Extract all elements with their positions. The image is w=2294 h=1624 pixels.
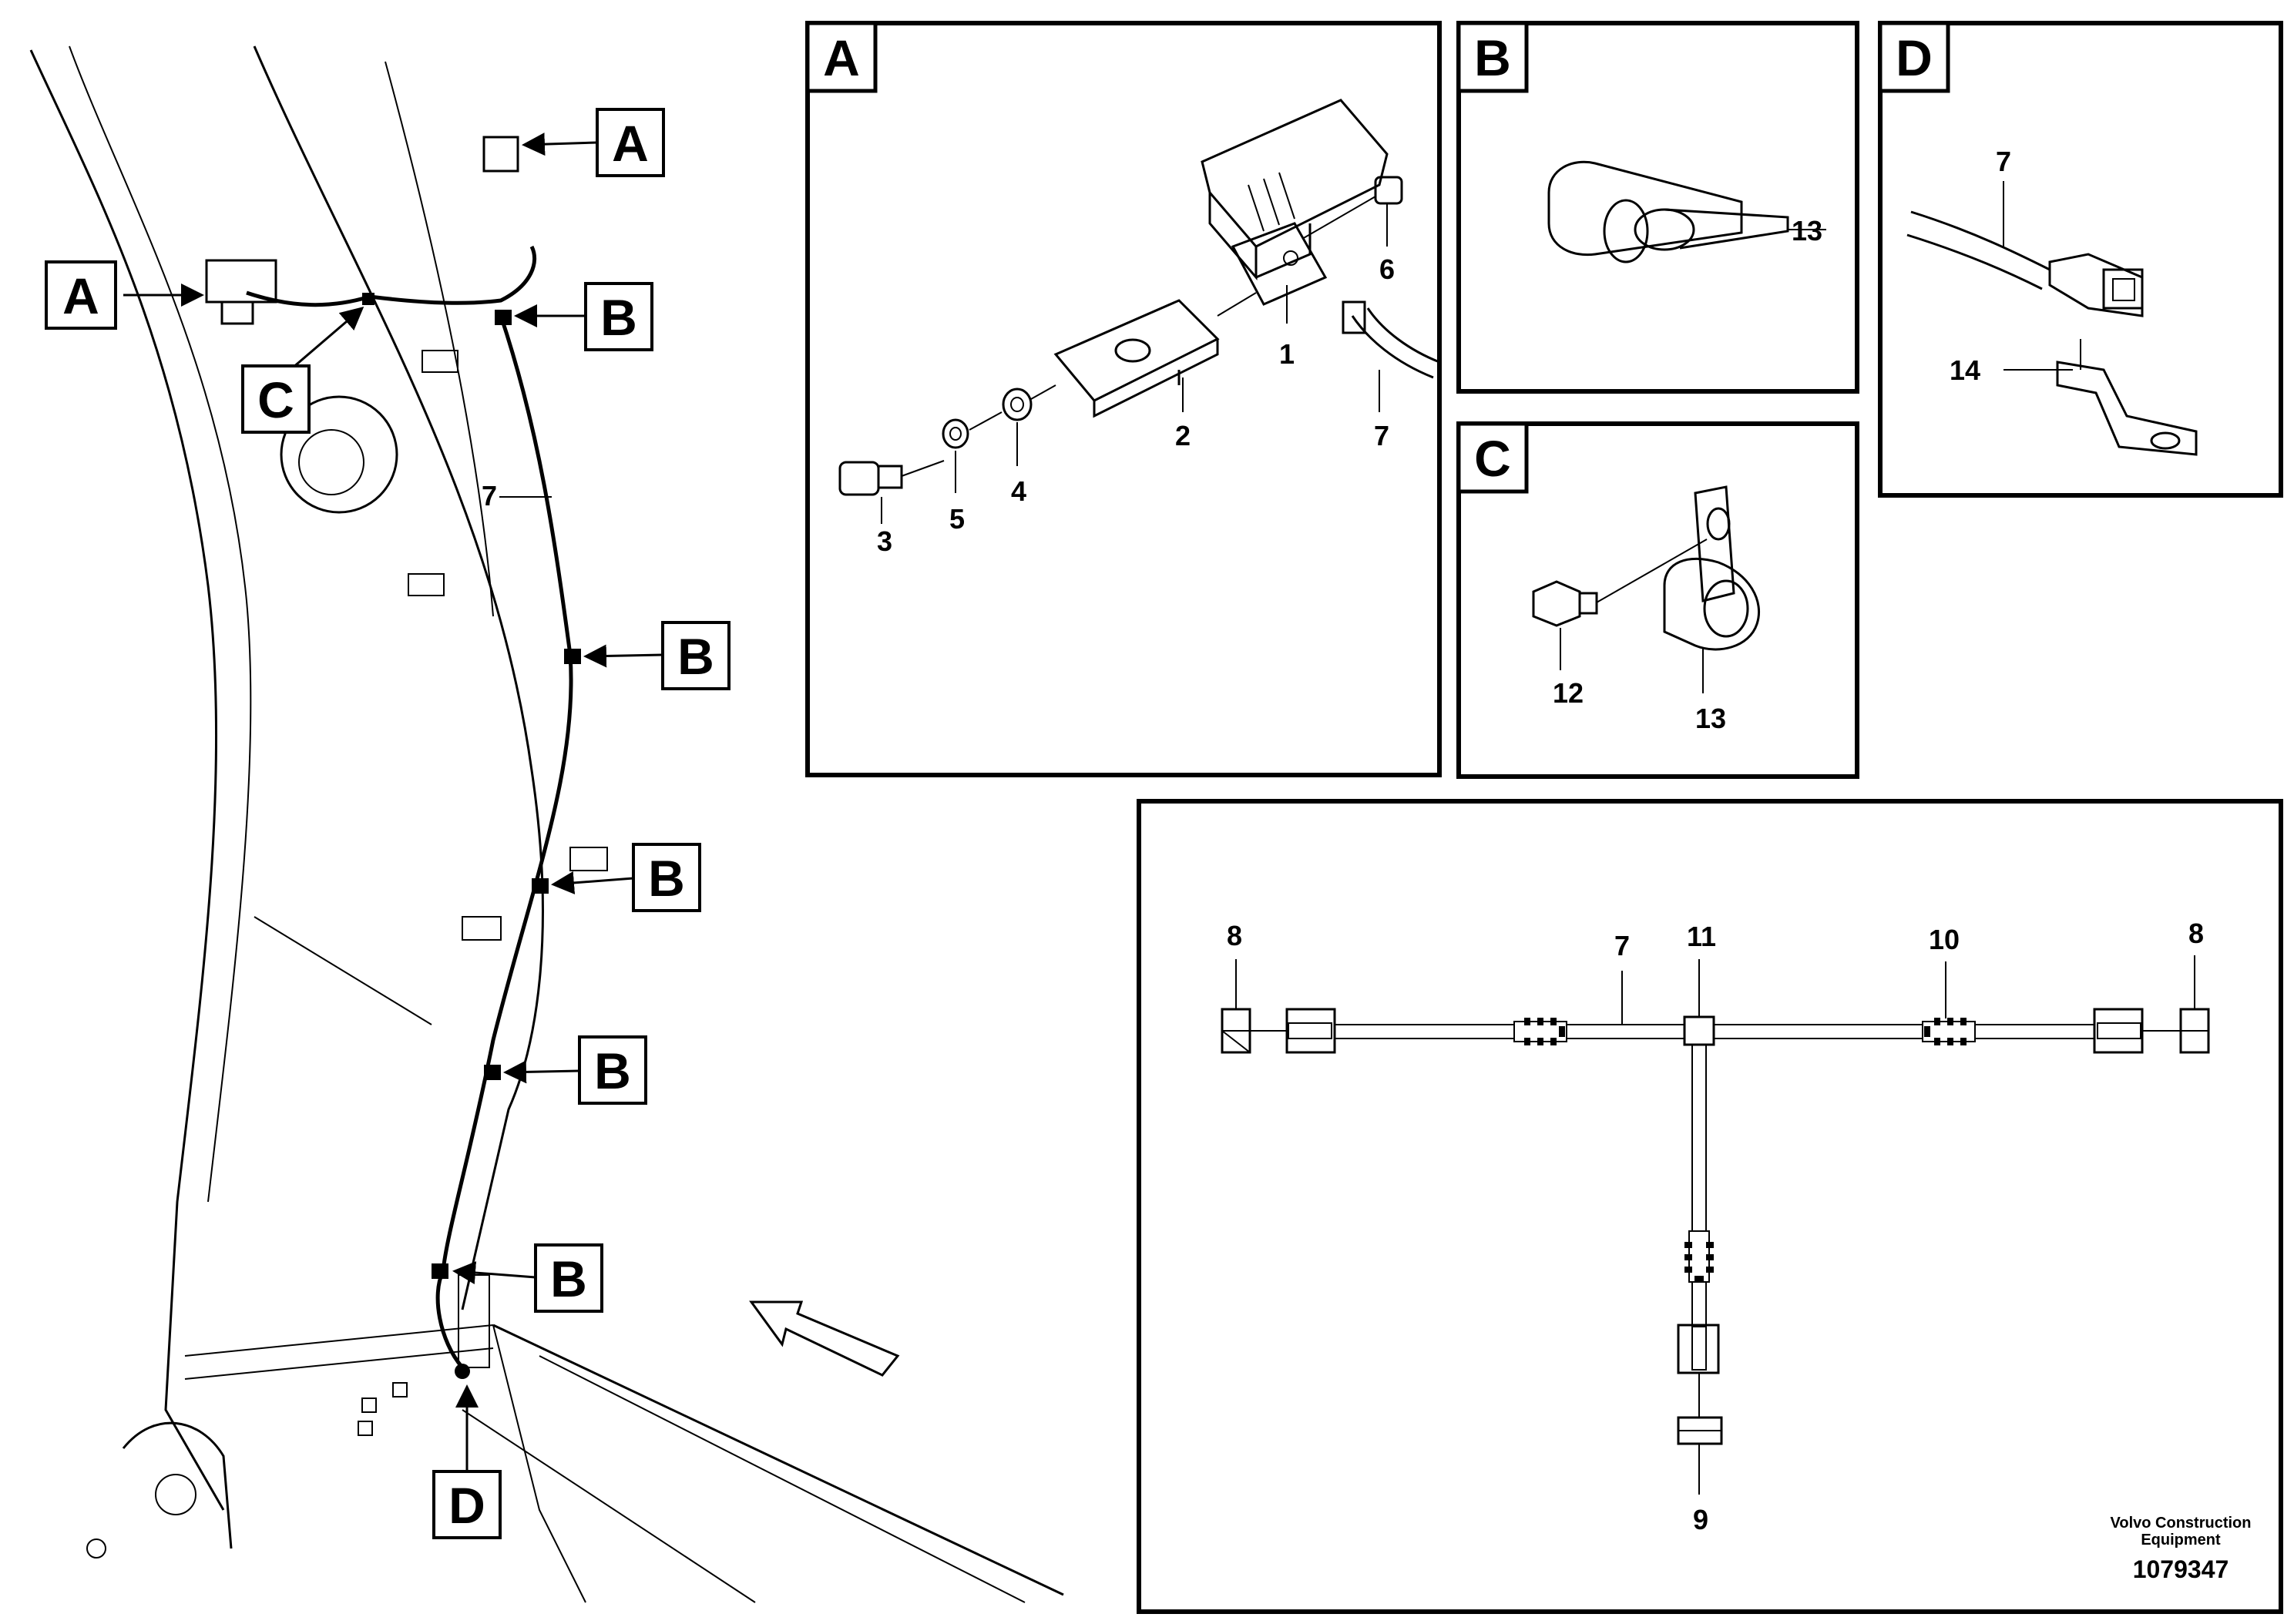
schematic-label-11: 11 [1687,921,1716,952]
svg-text:A: A [62,267,99,324]
callout-b-2: B [661,621,731,690]
callout-b-5: B [534,1243,603,1313]
svg-text:C: C [257,371,294,428]
detail-a-label-6: 6 [1379,253,1395,285]
svg-text:B: B [550,1250,587,1307]
cable-clamp-b [1547,160,1789,263]
control-unit [1201,99,1389,306]
detail-d-label-14: 14 [1950,354,1980,386]
detail-a-label-3: 3 [877,525,892,557]
mount-bracket [1053,299,1220,418]
detail-panel-d: D 7 14 [1878,21,2283,498]
detail-a-label-1: 1 [1279,338,1295,370]
svg-text:B: B [1474,29,1511,86]
detail-c-label-13: 13 [1695,703,1726,734]
boom-outline-inner [253,45,544,1310]
schematic-connector-8-right [2093,1008,2210,1054]
callout-b-1: B [584,282,653,351]
detail-b-label-13: 13 [1792,215,1822,247]
callout-d: D [432,1470,502,1539]
detail-a-label-2: 2 [1175,420,1191,451]
boom-overview [29,45,1064,1603]
svg-text:B: B [648,850,685,907]
screw-12 [1532,539,1708,627]
callout-a-left: A [45,260,117,330]
svg-text:A: A [823,29,860,86]
svg-text:D: D [1896,29,1933,86]
detail-a-label-4: 4 [1011,475,1026,507]
screw-3 [838,460,945,496]
schematic-splice-vertical [1684,1230,1714,1283]
schematic-label-9: 9 [1693,1504,1708,1535]
washer-4 [1002,388,1033,421]
screw-6 [1302,176,1403,240]
boom-outline-outer [29,49,225,1511]
callout-c: C [241,364,311,434]
svg-text:A: A [612,115,649,172]
harness-route [246,245,537,307]
direction-arrow [749,1300,900,1377]
schematic-label-8-right: 8 [2188,918,2204,949]
svg-text:B: B [677,628,714,685]
detail-panel-b: B 13 [1456,21,1859,394]
brand-line-1: Volvo Construction [2111,1515,2252,1532]
schematic-junction-11 [1683,1015,1715,1046]
schematic-label-7: 7 [1614,930,1630,961]
schematic-splice-10 [1922,1018,1976,1045]
detail-d-label-7: 7 [1996,146,2011,177]
drawing-number: 1079347 [2133,1555,2229,1583]
callout-b-3: B [632,843,701,912]
schematic-connector-9 [1677,1324,1723,1445]
detail-panel-a: A [805,21,1442,777]
cable-clamp-c [1663,485,1761,651]
brand-line-2: Equipment [2141,1532,2221,1549]
pin-boss [280,395,398,514]
svg-text:B: B [594,1042,631,1099]
overview-label-7: 7 [482,480,497,512]
connector-d [1906,210,2144,317]
callout-b-4: B [578,1035,647,1105]
schematic-label-8-left: 8 [1227,920,1242,951]
detail-panel-c: C 12 13 [1456,421,1859,779]
detail-c-label-12: 12 [1553,677,1584,709]
schematic-label-10: 10 [1929,924,1960,955]
bracket-d [2056,339,2198,456]
harness-schematic-panel: 8 7 11 10 8 9 Volvo Construction Equipme… [1137,799,2283,1614]
schematic-splice-left [1513,1018,1567,1045]
detail-a-label-7: 7 [1374,420,1389,451]
callout-a-top: A [596,108,665,177]
svg-text:B: B [600,289,637,346]
svg-text:C: C [1474,430,1511,487]
control-unit-overview [205,259,277,325]
washer-5 [942,418,969,449]
svg-text:D: D [448,1477,485,1534]
detail-a-label-5: 5 [949,503,965,535]
schematic-connector-8-left [1221,1008,1336,1054]
